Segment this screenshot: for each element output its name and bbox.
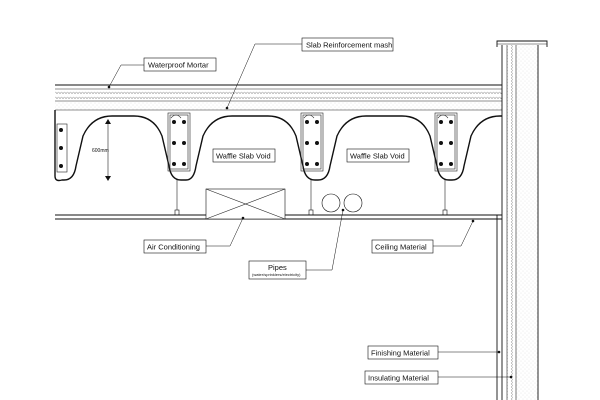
concrete-topping-layer <box>55 101 502 111</box>
depth-label: 600mm <box>92 148 109 154</box>
waterproof-mortar-label: Waterproof Mortar <box>148 61 209 70</box>
waffle-void-1-callout: Waffle Slab Void <box>212 148 276 163</box>
slab-reinforcement-callout: Slab Reinforcement mash <box>225 37 394 110</box>
rib-reinforcement-4 <box>434 112 458 172</box>
rib-reinforcement-1 <box>56 123 68 173</box>
waffle-void-1-label: Waffle Slab Void <box>216 152 271 161</box>
ceiling-material-callout: Ceiling Material <box>371 219 475 254</box>
finishing-material-label: Finishing Material <box>371 349 430 358</box>
air-conditioning-callout: Air Conditioning <box>143 216 245 254</box>
insulating-material-label: Insulating Material <box>368 374 429 383</box>
depth-dimension: 600mm <box>92 119 111 181</box>
waterproof-mortar-callout: Waterproof Mortar <box>107 57 217 89</box>
insulation-layer <box>55 89 502 102</box>
slab-reinforcement-label: Slab Reinforcement mash <box>306 41 392 50</box>
rib-reinforcement-3 <box>300 112 324 172</box>
air-conditioning-label: Air Conditioning <box>147 243 200 252</box>
waterproof-mortar-layer <box>55 84 502 90</box>
waffle-void-2-callout: Waffle Slab Void <box>346 148 410 163</box>
pipes-callout: Pipes (water/sprinklers/electricity) <box>248 208 345 280</box>
rib-reinforcement-2 <box>167 112 191 172</box>
finishing-material-callout: Finishing Material <box>367 345 501 360</box>
pipes-label: Pipes <box>268 263 287 272</box>
waffle-slab-profile <box>54 110 502 182</box>
air-conditioning-unit <box>205 188 286 220</box>
pipes <box>321 193 363 213</box>
waffle-void-2-label: Waffle Slab Void <box>350 152 405 161</box>
parapet-coping <box>496 40 548 47</box>
ceiling-material-label: Ceiling Material <box>375 243 427 252</box>
pipes-note-label: (water/sprinklers/electricity) <box>252 272 301 277</box>
exterior-wall <box>501 45 539 400</box>
insulating-material-callout: Insulating Material <box>364 370 513 385</box>
